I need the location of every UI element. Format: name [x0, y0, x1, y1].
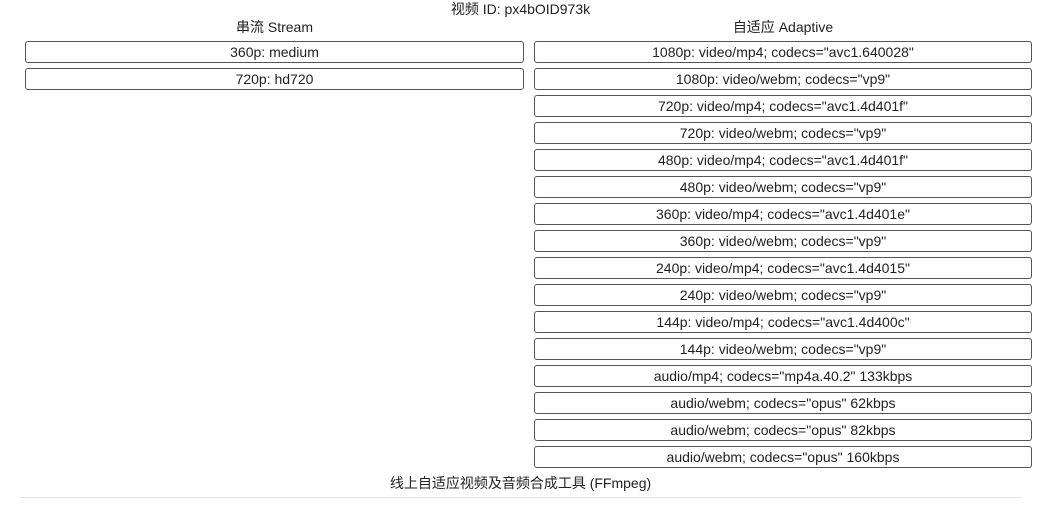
adaptive-format-button[interactable]: 144p: video/mp4; codecs="avc1.4d400c": [534, 311, 1032, 333]
adaptive-format-button[interactable]: 240p: video/mp4; codecs="avc1.4d4015": [534, 257, 1032, 279]
adaptive-format-button[interactable]: 720p: video/mp4; codecs="avc1.4d401f": [534, 95, 1032, 117]
adaptive-format-button[interactable]: 144p: video/webm; codecs="vp9": [534, 338, 1032, 360]
stream-heading: 串流 Stream: [235, 19, 313, 35]
adaptive-audio-button[interactable]: audio/webm; codecs="opus" 160kbps: [534, 446, 1032, 468]
adaptive-format-button[interactable]: 480p: video/mp4; codecs="avc1.4d401f": [534, 149, 1032, 171]
stream-column: 串流 Stream 360p: medium 720p: hd720: [25, 18, 524, 95]
adaptive-audio-button[interactable]: audio/mp4; codecs="mp4a.40.2" 133kbps: [534, 365, 1032, 387]
stream-format-button[interactable]: 360p: medium: [25, 41, 524, 63]
adaptive-format-button[interactable]: 720p: video/webm; codecs="vp9": [534, 122, 1032, 144]
adaptive-column: 自适应 Adaptive 1080p: video/mp4; codecs="a…: [534, 18, 1032, 473]
adaptive-heading: 自适应 Adaptive: [732, 19, 834, 35]
video-id-label: 视频 ID: px4bOID973k: [450, 1, 591, 17]
footer-divider: [20, 497, 1022, 498]
adaptive-format-button[interactable]: 360p: video/mp4; codecs="avc1.4d401e": [534, 203, 1032, 225]
stream-format-button[interactable]: 720p: hd720: [25, 68, 524, 90]
adaptive-format-button[interactable]: 480p: video/webm; codecs="vp9": [534, 176, 1032, 198]
adaptive-audio-button[interactable]: audio/webm; codecs="opus" 62kbps: [534, 392, 1032, 414]
ffmpeg-tool-link[interactable]: 线上自适应视频及音频合成工具 (FFmpeg): [389, 475, 652, 491]
adaptive-format-button[interactable]: 1080p: video/mp4; codecs="avc1.640028": [534, 41, 1032, 63]
adaptive-format-button[interactable]: 1080p: video/webm; codecs="vp9": [534, 68, 1032, 90]
adaptive-format-button[interactable]: 360p: video/webm; codecs="vp9": [534, 230, 1032, 252]
adaptive-format-button[interactable]: 240p: video/webm; codecs="vp9": [534, 284, 1032, 306]
adaptive-audio-button[interactable]: audio/webm; codecs="opus" 82kbps: [534, 419, 1032, 441]
